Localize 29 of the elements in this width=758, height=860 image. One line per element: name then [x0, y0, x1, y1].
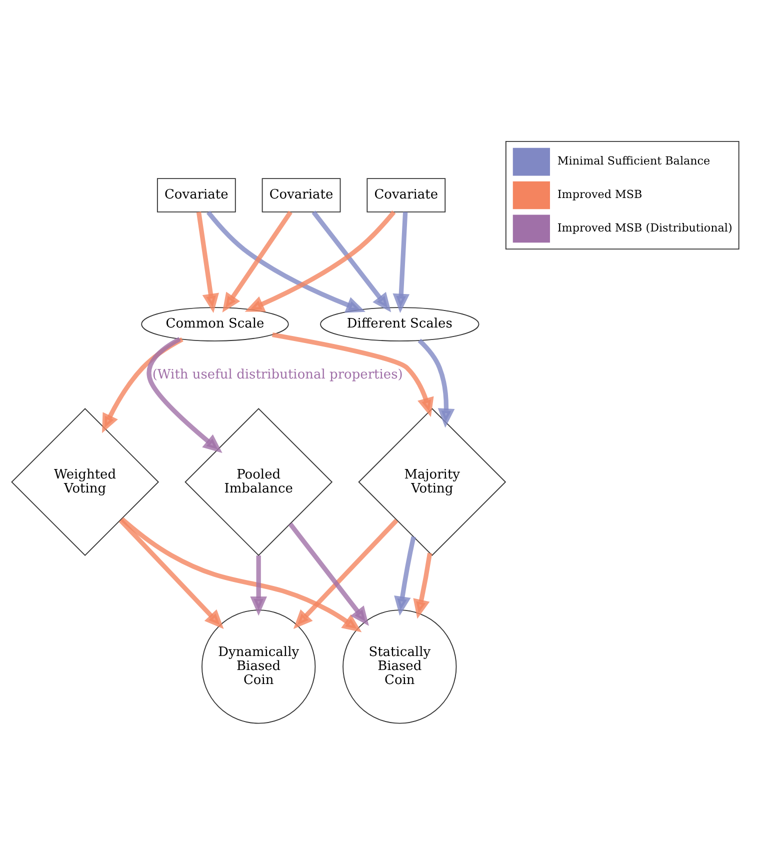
arrow	[392, 211, 410, 313]
legend-label: Improved MSB	[557, 188, 642, 201]
arrow	[272, 332, 434, 417]
node-box: Covariate	[262, 178, 341, 212]
arrow	[102, 336, 184, 433]
arrow	[288, 522, 369, 626]
arrow	[413, 552, 432, 618]
arrow	[222, 210, 292, 312]
arrow	[146, 336, 222, 453]
arrow	[196, 211, 220, 312]
arrow	[244, 210, 396, 312]
arrow	[418, 338, 455, 428]
arrow	[118, 518, 224, 629]
arrow	[250, 554, 267, 616]
node-circle: Statically Biased Coin	[342, 609, 457, 724]
arrow	[206, 210, 366, 312]
node-ellipse: Different Scales	[320, 306, 480, 341]
arrow	[394, 536, 416, 616]
node-ellipse: Common Scale	[141, 306, 289, 341]
node-diamond: Pooled Imbalance	[184, 408, 333, 556]
node-box: Covariate	[156, 178, 236, 212]
arrow	[312, 210, 392, 312]
node-diamond: Weighted Voting	[11, 408, 160, 556]
arrow	[293, 518, 398, 629]
edge-label: (With useful distributional properties)	[152, 366, 403, 382]
legend-label: Improved MSB (Distributional)	[557, 221, 732, 234]
arrow	[120, 516, 362, 632]
node-box: Covariate	[366, 178, 446, 212]
legend-label: Minimal Sufficient Balance	[557, 154, 710, 168]
